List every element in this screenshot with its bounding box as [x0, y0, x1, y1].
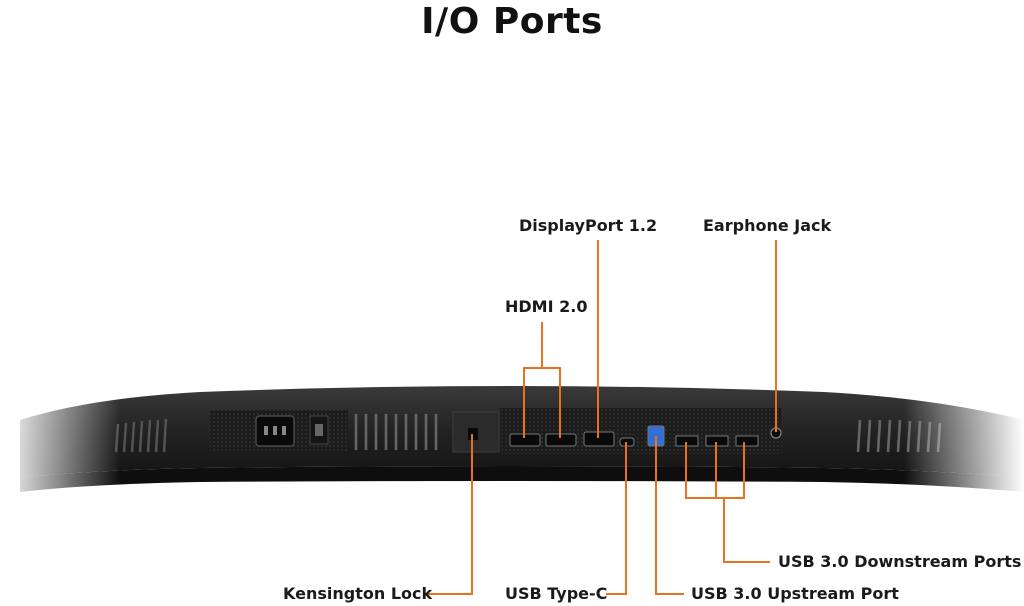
usb-c-callout-line	[606, 442, 627, 595]
earphone-jack-label: Earphone Jack	[703, 216, 832, 235]
page-title: I/O Ports	[421, 1, 603, 42]
kensington-callout-line	[428, 434, 473, 595]
power-panel	[210, 410, 348, 452]
middle-vent	[354, 414, 438, 450]
port-panel	[500, 408, 782, 454]
power-switch-icon	[315, 424, 323, 436]
hdmi-label: HDMI 2.0	[505, 297, 588, 316]
usb-type-c-label: USB Type-C	[505, 584, 608, 603]
usb-downstream-label: USB 3.0 Downstream Ports	[778, 552, 1022, 571]
usb-upstream-callout-line	[655, 436, 684, 595]
callout-lines	[428, 240, 777, 595]
usb-downstream-callout-stem	[723, 498, 770, 563]
displayport-label: DisplayPort 1.2	[519, 216, 658, 235]
usb-upstream-label: USB 3.0 Upstream Port	[691, 584, 899, 603]
usb-downstream-port-icon	[735, 435, 759, 447]
kensington-lock-label: Kensington Lock	[283, 584, 433, 603]
